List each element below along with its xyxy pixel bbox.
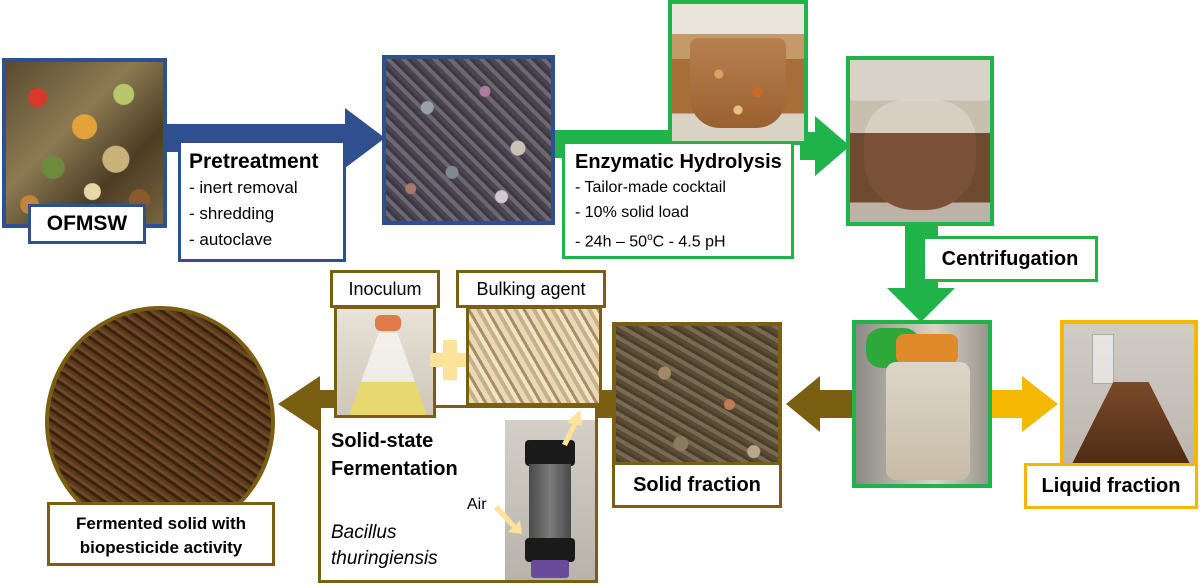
bulking-agent-photo — [466, 306, 602, 406]
liquid-fraction-photo — [1060, 320, 1198, 470]
fermented-solid-photo — [45, 306, 275, 538]
pretreatment-step-2: - shredding — [189, 204, 275, 223]
ofmsw-label: OFMSW — [28, 204, 146, 244]
ssf-title-line-1: Solid-state — [331, 430, 434, 452]
hydrolysate-beaker-photo — [846, 56, 994, 226]
arrow-to-solid-icon — [786, 376, 855, 432]
pretreatment-title: Pretreatment — [189, 150, 319, 173]
inoculum-label: Inoculum — [330, 270, 440, 308]
hydrolysis-detail-2: - 10% solid load — [575, 204, 689, 221]
air-label: Air — [467, 496, 487, 513]
ssf-title-line-2: Fermentation — [331, 458, 458, 480]
hydrolysis-detail-3: - 24h – 50oC - 4.5 pH — [575, 232, 726, 251]
liquid-fraction-label: Liquid fraction — [1024, 463, 1198, 509]
fermented-solid-line-1: Fermented solid with — [75, 514, 247, 533]
pretreated-waste-photo — [382, 55, 555, 225]
pretreatment-step-1: - inert removal — [189, 178, 298, 197]
pretreatment-step-3: - autoclave — [189, 230, 273, 249]
centrifugation-label: Centrifugation — [922, 236, 1098, 282]
solid-fraction-label: Solid fraction — [612, 462, 782, 508]
solid-fraction-photo — [612, 322, 782, 487]
organism-line-1: Bacillus — [331, 522, 397, 543]
arrow-ofmsw-to-pretreated-icon — [165, 108, 385, 168]
organism-line-2: thuringiensis — [331, 548, 438, 569]
fermented-solid-line-2: biopesticide activity — [79, 538, 243, 557]
degree-superscript: o — [647, 232, 653, 243]
centrifuge-bottle-photo — [852, 320, 992, 488]
arrow-hydrolysis-to-beaker-icon — [800, 116, 850, 176]
hydrolysis-title: Enzymatic Hydrolysis — [575, 151, 782, 173]
fermented-solid-label: Fermented solid with biopesticide activi… — [47, 502, 275, 566]
pretreatment-box: Pretreatment - inert removal - shredding… — [178, 140, 346, 262]
hydrolysis-detail-1: - Tailor-made cocktail — [575, 179, 726, 196]
ssf-reactor-photo — [505, 420, 595, 580]
hydrolysis-flask-photo — [668, 0, 808, 145]
ofmsw-photo — [2, 58, 167, 228]
arrow-to-liquid-icon — [990, 376, 1058, 432]
bulking-agent-label: Bulking agent — [456, 270, 606, 308]
inoculum-flask-photo — [334, 306, 436, 418]
plus-icon — [430, 340, 470, 380]
hydrolysis-box: Enzymatic Hydrolysis - Tailor-made cockt… — [562, 141, 794, 259]
